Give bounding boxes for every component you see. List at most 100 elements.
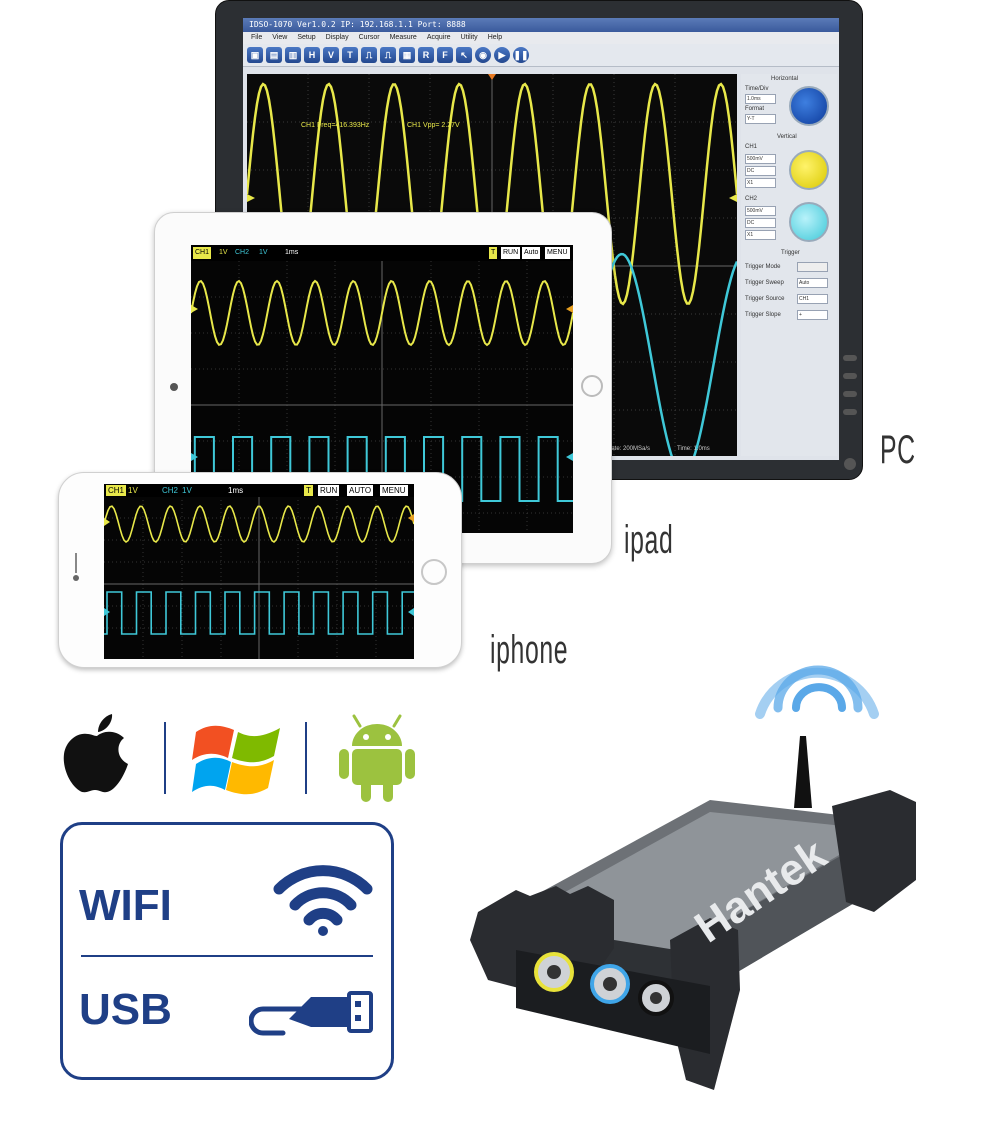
iphone-auto-button[interactable]: AUTO (347, 485, 374, 496)
menu-setup[interactable]: Setup (297, 34, 316, 41)
ch2-checkbox-label[interactable]: CH2 (745, 196, 758, 202)
wifi-icon (273, 865, 373, 936)
menu-utility[interactable]: Utility (460, 34, 478, 41)
ch1-probe-select[interactable]: X1 (745, 178, 776, 188)
fft-button[interactable]: F (437, 47, 453, 63)
monitor-button[interactable] (843, 355, 857, 361)
trigger-sweep-label: Trigger Sweep (745, 280, 784, 286)
iphone-trigger-badge[interactable]: T (304, 485, 313, 496)
ipad-run-button[interactable]: RUN (501, 247, 521, 259)
pulse-inverse-icon[interactable]: ⎍ (380, 47, 396, 63)
pulse-icon[interactable]: ⎍ (361, 47, 377, 63)
ch2-volt-select[interactable]: 500mV (745, 206, 776, 216)
ipad-ch1-waveform (191, 279, 573, 347)
pc-menubar: File View Setup Display Cursor Measure A… (243, 32, 839, 44)
trigger-level-icon (729, 194, 737, 202)
ch2-coupling-select[interactable]: DC (745, 218, 776, 228)
iphone-menu-button[interactable]: MENU (380, 485, 408, 496)
trigger-button[interactable]: T (342, 47, 358, 63)
open-icon[interactable]: ▤ (266, 47, 282, 63)
pc-sample-rate: Rate: 200MSa/s (607, 446, 651, 452)
ch1-checkbox-label[interactable]: CH1 (745, 144, 758, 150)
antenna (794, 736, 812, 808)
pause-icon[interactable]: ❚❚ (513, 47, 529, 63)
time-div-select[interactable]: 1.0ms (745, 94, 776, 104)
iphone-run-button[interactable]: RUN (318, 485, 340, 496)
ipad-menu-button[interactable]: MENU (545, 247, 570, 259)
iphone-ch2-level-icon (408, 608, 414, 616)
trigger-source-select[interactable]: CH1 (797, 294, 828, 304)
iphone-ch2-badge[interactable]: CH2 (162, 486, 179, 495)
power-icon[interactable] (844, 458, 856, 470)
wireless-signal-icon (755, 665, 879, 719)
menu-view[interactable]: View (272, 34, 288, 41)
apple-logo-icon (63, 714, 128, 793)
ipad-home-button[interactable] (581, 375, 603, 397)
horizontal-button[interactable]: H (304, 47, 320, 63)
ch1-coupling-select[interactable]: DC (745, 166, 776, 176)
menu-acquire[interactable]: Acquire (426, 34, 451, 41)
save-icon[interactable]: ▣ (247, 47, 263, 63)
ch1-volt-knob[interactable] (789, 150, 829, 190)
ipad-auto-button[interactable]: Auto (522, 247, 541, 259)
print-icon[interactable]: ▥ (285, 47, 301, 63)
usb-icon (249, 991, 373, 1036)
menu-cursor[interactable]: Cursor (358, 34, 380, 41)
cursor-icon[interactable]: ↖ (456, 47, 472, 63)
ch2-volt-knob[interactable] (789, 202, 829, 242)
pc-toolbar: ▣ ▤ ▥ H V T ⎍ ⎍ ▦ R F ↖ ◉ ▶ ❚❚ (243, 44, 839, 67)
ipad-trigger-badge[interactable]: T (489, 247, 498, 259)
iphone-ch2-volt: 1V (182, 486, 192, 495)
trigger-heading: Trigger (781, 250, 800, 256)
monitor-button[interactable] (843, 373, 857, 379)
monitor-button[interactable] (843, 391, 857, 397)
vertical-button[interactable]: V (323, 47, 339, 63)
iphone-ch1-marker-icon (104, 518, 110, 526)
pc-ch1-freq: CH1 Freq=416.393Hz (301, 122, 370, 129)
ipad-timebase: 1ms (285, 249, 299, 256)
usb-label: USB (79, 985, 172, 1034)
ipad-ch1-volt: 1V (219, 249, 228, 256)
menu-measure[interactable]: Measure (389, 34, 417, 41)
pc-timebase: Time: 1.0ms (677, 446, 710, 452)
os-divider (164, 722, 166, 794)
time-div-label: Time/Div (745, 86, 769, 92)
grid-icon[interactable]: ▦ (399, 47, 415, 63)
run-icon[interactable]: ▶ (494, 47, 510, 63)
ipad-ch2-badge[interactable]: CH2 (235, 249, 250, 256)
menu-file[interactable]: File (251, 34, 263, 41)
pc-label: PC (880, 428, 916, 472)
iphone-ch1-volt: 1V (128, 486, 138, 495)
hantek-oscilloscope-device: Hantek (470, 665, 916, 1090)
trigger-sweep-select[interactable]: Auto (797, 278, 828, 288)
pc-ch1-vpp: CH1 Vpp= 2.27V (407, 122, 460, 129)
ipad-ch2-level-icon (566, 453, 573, 461)
iphone-timebase: 1ms (228, 486, 244, 495)
menu-display[interactable]: Display (325, 34, 349, 41)
ch1-marker-icon (247, 194, 255, 202)
trigger-mode-select[interactable] (797, 262, 828, 272)
iphone-speaker (75, 553, 77, 573)
wifi-label: WIFI (79, 881, 172, 930)
trigger-position-icon (488, 74, 496, 80)
iphone-label: iphone (490, 628, 569, 672)
horizontal-heading: Horizontal (771, 76, 799, 82)
ipad-ch1-badge[interactable]: CH1 (193, 247, 212, 259)
reference-button[interactable]: R (418, 47, 434, 63)
pc-control-panel: Horizontal Time/Div 1.0ms Format Y-T Ver… (741, 74, 837, 456)
single-icon[interactable]: ◉ (475, 47, 491, 63)
ch1-volt-select[interactable]: 500mV (745, 154, 776, 164)
horizontal-knob[interactable] (789, 86, 829, 126)
trigger-mode-label: Trigger Mode (745, 264, 781, 270)
menu-help[interactable]: Help (487, 34, 503, 41)
iphone-ch1-badge[interactable]: CH1 (106, 485, 127, 496)
android-logo-icon (339, 714, 415, 802)
ipad-ch2-volt: 1V (259, 249, 268, 256)
monitor-button[interactable] (843, 409, 857, 415)
ch2-probe-select[interactable]: X1 (745, 230, 776, 240)
iphone-device: CH1 1V CH2 1V 1ms T RUN AUTO MENU (58, 472, 462, 668)
iphone-home-button[interactable] (421, 559, 447, 585)
trigger-slope-select[interactable]: + (797, 310, 828, 320)
format-select[interactable]: Y-T (745, 114, 776, 124)
os-divider (305, 722, 307, 794)
